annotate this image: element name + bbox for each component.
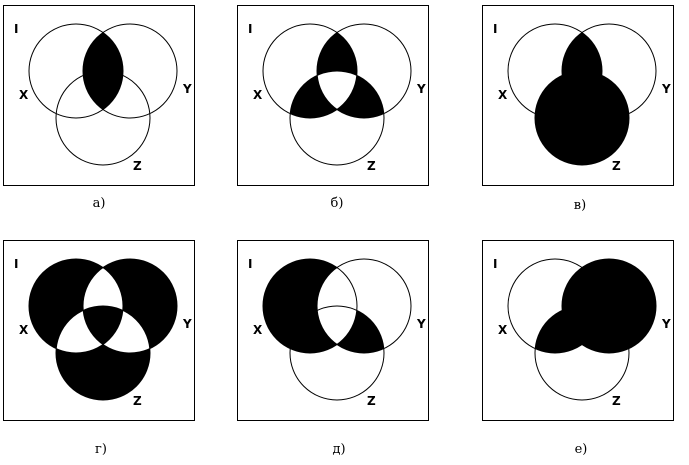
set-y-circle [316,258,412,354]
shaded-region [317,306,384,353]
set-x-label: X [498,88,508,102]
set-z-circle [534,305,630,401]
venn-diagram-a-svg: I X Y Z [3,5,195,186]
set-x-label: X [19,323,29,337]
shaded-region [317,71,384,118]
caption-b: б) [330,196,344,211]
shaded-region [535,306,602,353]
caption-f: е) [574,442,588,457]
set-z-circle [534,70,630,166]
set-y-label: Y [416,317,426,331]
set-y-circle [561,258,657,354]
set-x-circle [262,23,358,119]
venn-diagram-c-svg: I X Y Z [482,5,674,186]
set-x-circle [507,23,603,119]
set-z-label: Z [367,394,376,408]
caption-d: г) [95,442,107,457]
set-y-circle [82,23,178,119]
caption-c: в) [573,198,587,213]
universe-label: I [493,257,497,271]
venn-diagram-d-svg: I X Y Z [3,240,195,421]
venn-diagram-f: I X Y Z [482,240,674,421]
set-z-circle [289,305,385,401]
venn-diagram-c: I X Y Z [482,5,674,186]
caption-a: а) [92,196,106,211]
universe-label: I [14,22,18,36]
venn-diagram-e: I X Y Z [237,240,429,421]
venn-diagram-f-svg: I X Y Z [482,240,674,421]
venn-diagram-b-svg: I X Y Z [237,5,429,186]
venn-diagram-b: I X Y Z [237,5,429,186]
set-z-label: Z [367,159,376,173]
set-y-label: Y [182,82,192,96]
universe-label: I [248,257,252,271]
venn-diagram-e-svg: I X Y Z [237,240,429,421]
set-z-circle [55,70,151,166]
shaded-region [83,24,123,118]
set-y-circle [316,23,412,119]
set-x-label: X [253,323,263,337]
shaded-region [56,306,150,400]
set-y-label: Y [182,317,192,331]
universe-label: I [493,22,497,36]
set-y-label: Y [661,82,671,96]
set-x-circle [507,258,603,354]
set-x-circle [262,258,358,354]
set-y-label: Y [416,82,426,96]
set-y-circle [561,23,657,119]
universe-label: I [14,257,18,271]
set-z-circle [289,70,385,166]
set-z-circle [55,305,151,401]
set-y-label: Y [661,317,671,331]
set-x-circle [28,258,124,354]
venn-diagram-d: I X Y Z [3,240,195,421]
set-z-label: Z [133,159,142,173]
caption-e: д) [332,442,346,457]
set-x-label: X [19,88,29,102]
venn-diagram-a: I X Y Z [3,5,195,186]
set-z-label: Z [612,159,621,173]
set-x-label: X [498,323,508,337]
shaded-region [535,71,629,165]
universe-label: I [248,22,252,36]
set-z-label: Z [133,394,142,408]
set-y-circle [82,258,178,354]
set-x-label: X [253,88,263,102]
shaded-region [290,71,357,118]
set-z-label: Z [612,394,621,408]
set-x-circle [28,23,124,119]
